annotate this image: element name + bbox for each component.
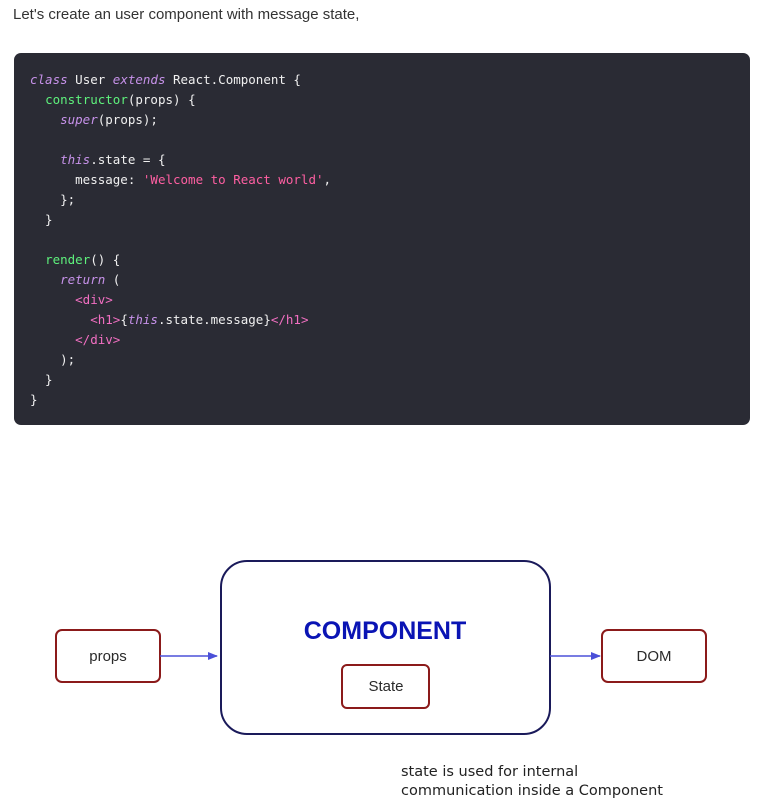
code-token: React.Component { <box>165 72 301 87</box>
code-token: return <box>60 272 106 287</box>
code-line: render() { <box>30 250 750 270</box>
code-token: () { <box>90 252 121 267</box>
code-token: 'Welcome to React world' <box>142 172 324 187</box>
code-token <box>30 252 45 267</box>
dom-label: DOM <box>637 648 672 665</box>
code-token <box>30 92 45 107</box>
code-token: ); <box>30 352 76 367</box>
code-line: ); <box>30 350 750 370</box>
code-line: constructor(props) { <box>30 90 750 110</box>
code-line: message: 'Welcome to React world', <box>30 170 750 190</box>
code-line <box>30 130 750 150</box>
code-token: } <box>30 392 38 407</box>
component-box <box>220 560 551 735</box>
code-line: class User extends React.Component { <box>30 70 750 90</box>
code-line: } <box>30 390 750 410</box>
code-line: super(props); <box>30 110 750 130</box>
code-token: (props); <box>97 112 158 127</box>
code-token: { <box>120 312 128 327</box>
state-label: State <box>368 678 403 695</box>
code-token: message: <box>30 172 143 187</box>
code-line: <h1>{this.state.message}</h1> <box>30 310 750 330</box>
caption-line-2: communication inside a Component <box>401 783 663 799</box>
code-token <box>30 152 60 167</box>
state-box <box>341 664 430 709</box>
code-token: this <box>60 152 91 167</box>
props-label: props <box>89 648 127 665</box>
code-token <box>30 332 75 347</box>
code-line: </div> <box>30 330 750 350</box>
code-token <box>30 292 75 307</box>
code-token: } <box>30 212 53 227</box>
diagram-caption: state is used for internal communication… <box>401 763 721 801</box>
code-block: class User extends React.Component { con… <box>14 53 750 425</box>
intro-text: Let's create an user component with mess… <box>13 6 360 23</box>
dom-box <box>601 629 707 683</box>
code-line: <div> <box>30 290 750 310</box>
code-token <box>30 112 60 127</box>
component-state-diagram: COMPONENT State props DOM <box>55 560 707 735</box>
code-line: } <box>30 210 750 230</box>
code-line: this.state = { <box>30 150 750 170</box>
code-line: return ( <box>30 270 750 290</box>
code-token: <h1> <box>90 312 121 327</box>
code-token: ( <box>105 272 121 287</box>
code-token: super <box>60 112 98 127</box>
code-token: .state.message} <box>157 312 271 327</box>
code-token: class <box>30 72 68 87</box>
code-token: constructor <box>45 92 128 107</box>
code-token: User <box>67 72 113 87</box>
code-token <box>30 312 90 327</box>
code-token: , <box>323 172 332 187</box>
component-label: COMPONENT <box>304 617 467 645</box>
code-token: </div> <box>75 332 121 347</box>
code-token: }; <box>30 192 76 207</box>
caption-line-1: state is used for internal <box>401 764 579 780</box>
code-line: }; <box>30 190 750 210</box>
code-token <box>30 272 60 287</box>
code-token: </h1> <box>270 312 309 327</box>
code-token: (props) { <box>127 92 196 107</box>
code-token: <div> <box>75 292 113 307</box>
code-token: .state = { <box>90 152 166 167</box>
code-token: } <box>30 372 53 387</box>
code-token: extends <box>112 72 166 87</box>
code-line: } <box>30 370 750 390</box>
code-token: this <box>127 312 158 327</box>
code-line <box>30 230 750 250</box>
code-token: render <box>45 252 91 267</box>
